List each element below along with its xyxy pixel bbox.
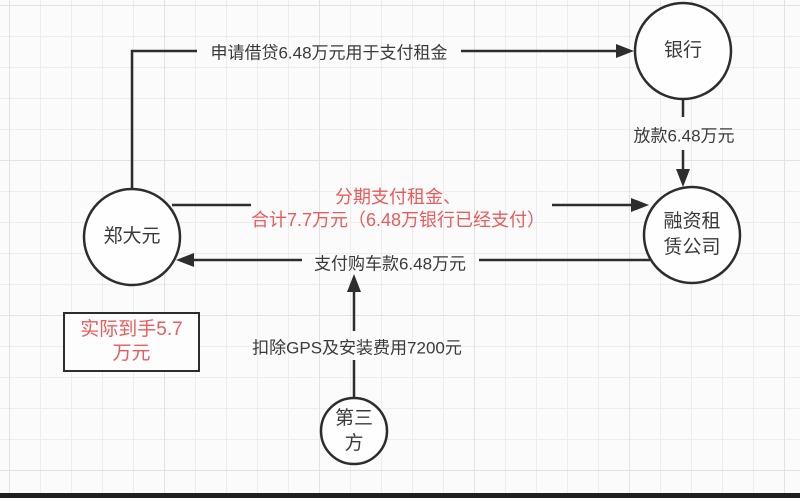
edge-installment[interactable] <box>172 198 649 212</box>
canvas-bottom-edge <box>0 493 800 498</box>
leasing-company-label-line1: 融资租 <box>663 211 721 232</box>
edge-disburse[interactable] <box>676 100 690 187</box>
edge-apply-loan-arrowhead <box>616 44 634 58</box>
installment-label-line2: 合计7.7万元（6.48万银行已经支付） <box>250 210 546 230</box>
third-party-label-line2: 方 <box>344 433 364 454</box>
edge-apply-loan[interactable] <box>130 44 634 189</box>
leasing-company-label-line2: 赁公司 <box>663 237 721 258</box>
canvas-bottom-margin <box>0 498 800 501</box>
zheng-dayuan-node[interactable] <box>82 187 182 287</box>
edge-pay-car[interactable] <box>176 253 650 267</box>
installment-edge-label: 分期支付租金、 合计7.7万元（6.48万银行已经支付） <box>251 186 545 232</box>
edge-deduct-gps[interactable] <box>347 274 361 398</box>
zheng-dayuan-node-label: 郑大元 <box>103 226 161 247</box>
third-party-node-label: 第三 方 <box>335 406 373 456</box>
edge-installment-arrowhead <box>631 198 649 212</box>
edge-pay-car-arrowhead <box>176 253 194 267</box>
apply-loan-edge-label: 申请借贷6.48万元用于支付租金 <box>210 43 448 63</box>
edge-disburse-arrowhead <box>676 169 690 187</box>
edge-apply-loan-line-left <box>130 49 197 189</box>
note-line2: 万元 <box>112 343 151 364</box>
actual-amount-note-box[interactable]: 实际到手5.7 万元 <box>63 312 200 372</box>
disburse-edge-label: 放款6.48万元 <box>633 126 735 146</box>
bank-node[interactable] <box>633 1 733 101</box>
edge-deduct-gps-arrowhead <box>347 274 361 292</box>
installment-label-line1: 分期支付租金、 <box>335 187 461 207</box>
deduct-gps-edge-label: 扣除GPS及安装费用7200元 <box>252 338 462 358</box>
third-party-label-line1: 第三 <box>334 408 374 429</box>
pay-car-edge-label: 支付购车款6.48万元 <box>313 254 467 274</box>
note-line1: 实际到手5.7 <box>80 319 183 340</box>
third-party-node[interactable] <box>319 396 389 466</box>
leasing-company-node-label: 融资租 赁公司 <box>663 209 720 261</box>
leasing-company-node[interactable] <box>642 185 742 285</box>
bank-node-label: 银行 <box>663 40 703 61</box>
